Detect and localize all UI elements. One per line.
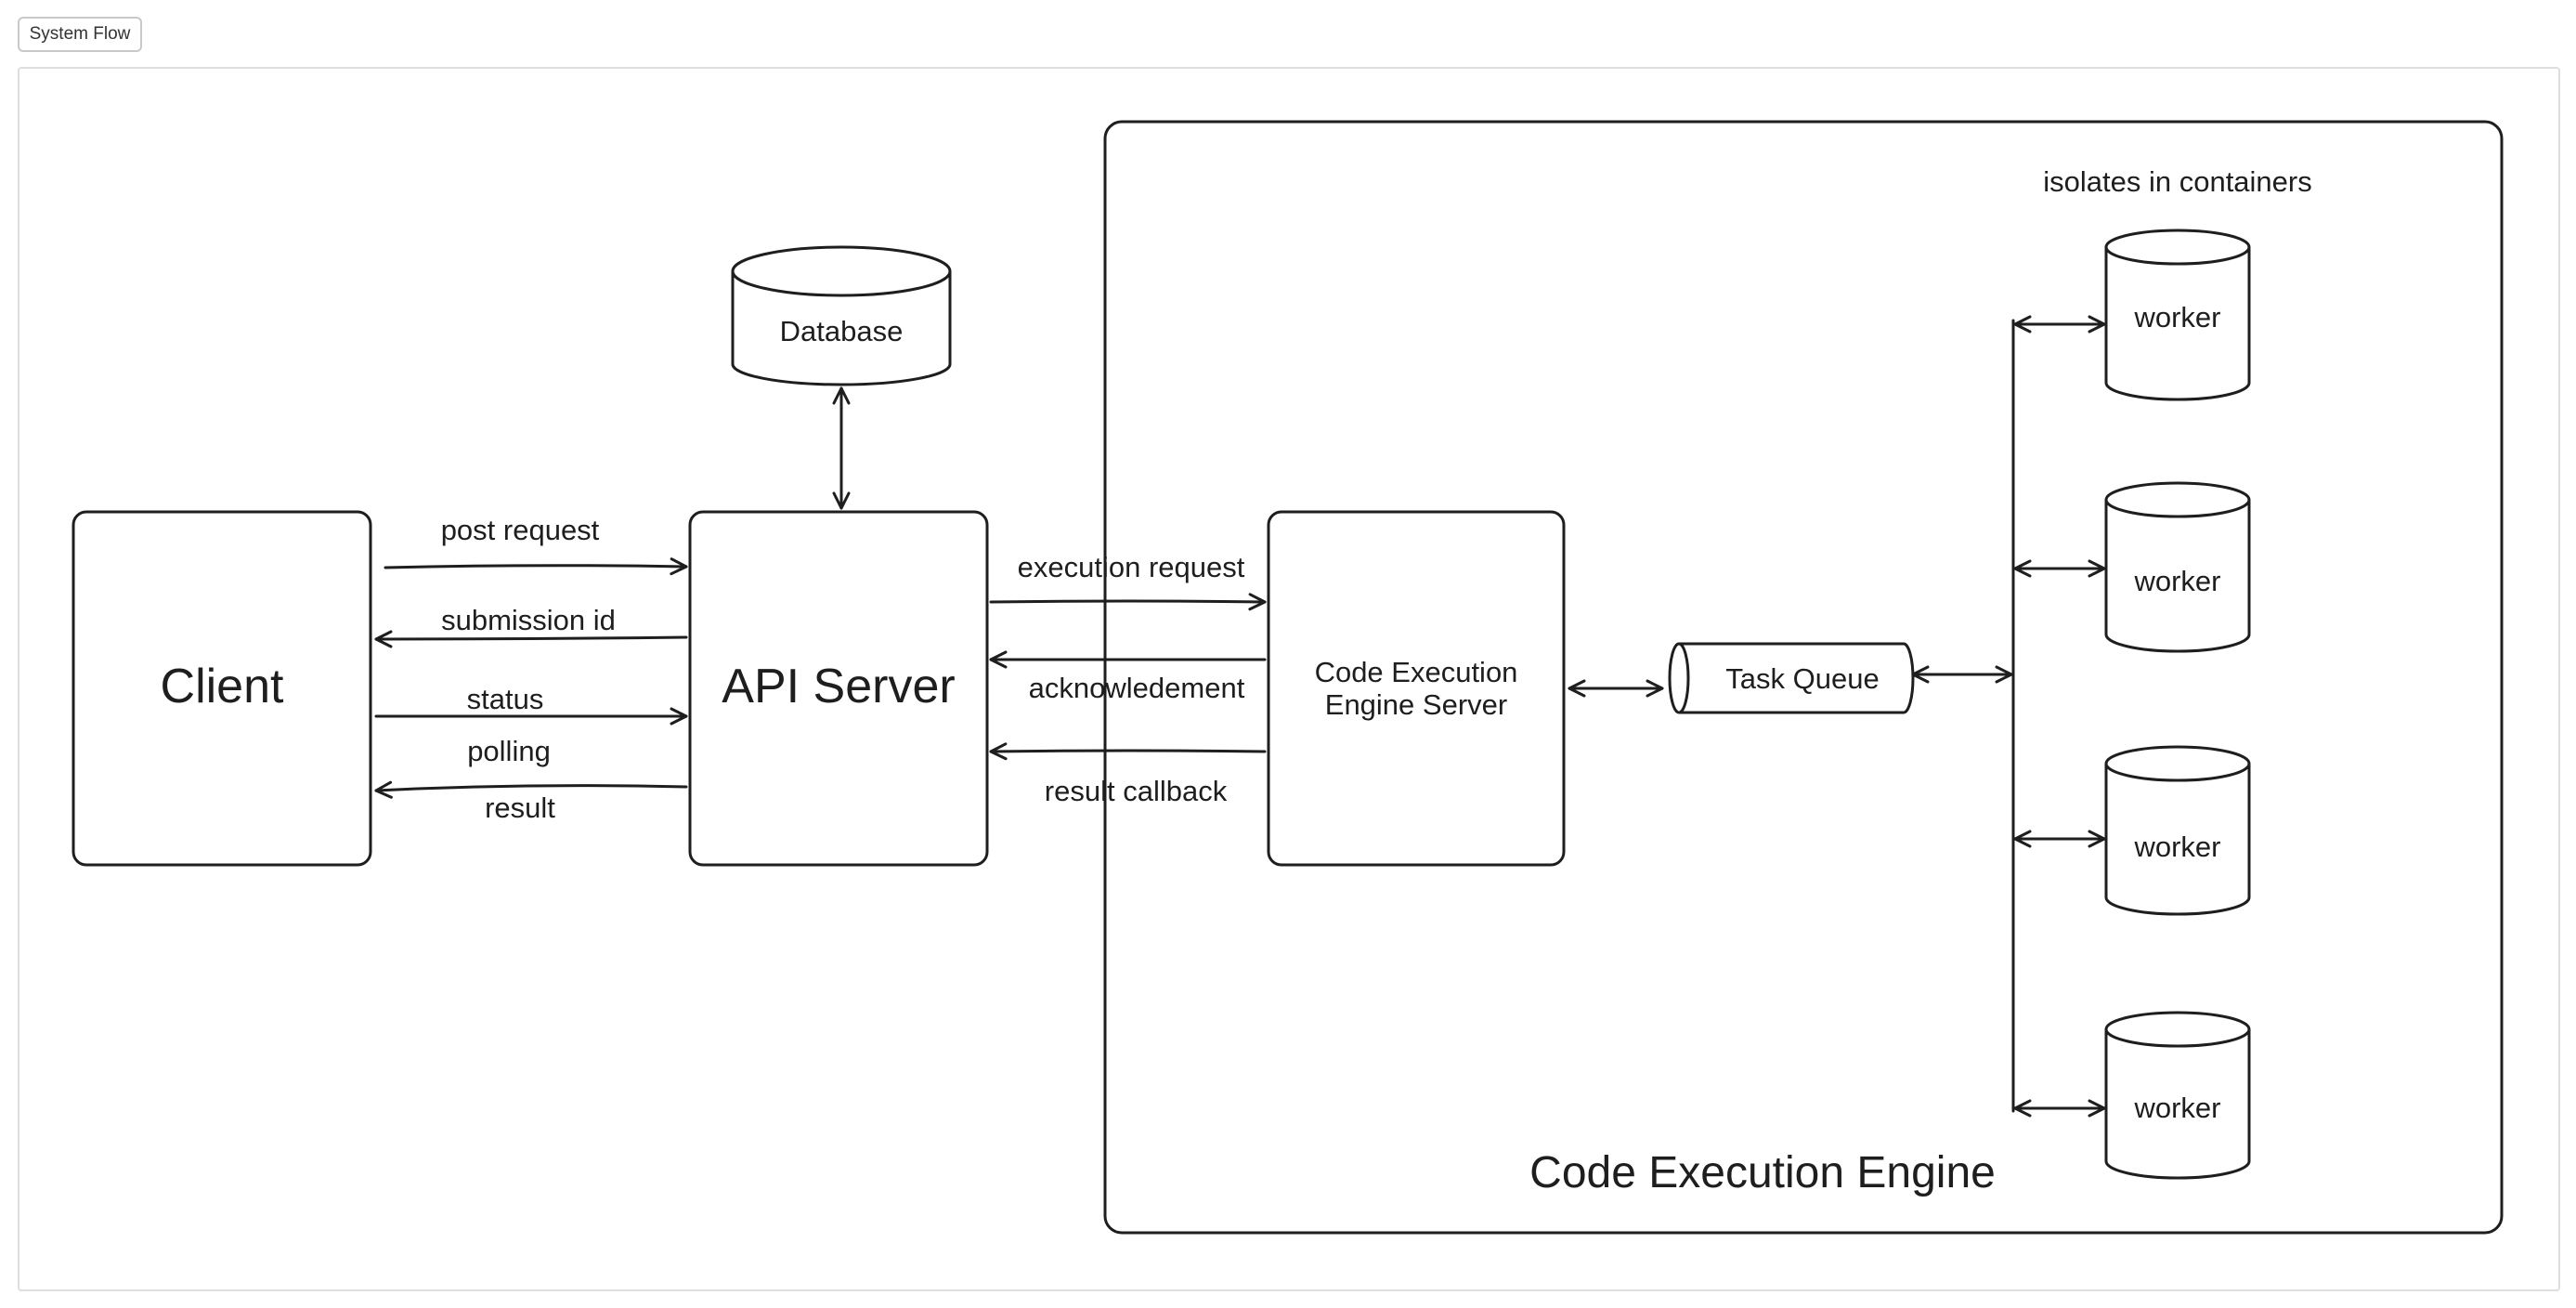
worker-node[interactable]: worker [2104,1011,2251,1180]
worker-node[interactable]: worker [2104,229,2251,401]
system-flow-tab[interactable]: System Flow [18,17,142,52]
submission-id-arrow[interactable] [374,630,688,648]
result-label: result [485,791,555,824]
result-arrow[interactable] [374,780,688,799]
result-callback-label: result callback [1045,775,1228,807]
api-server-label: API Server [722,660,955,713]
database-label: Database [780,315,904,347]
task-queue-label: Task Queue [1725,662,1879,695]
submission-id-label: submission id [441,604,616,636]
status-label: status [467,683,544,715]
acknowledgement-label: acknowledement [1029,672,1245,704]
worker-label: worker [2133,831,2220,863]
post-request-arrow[interactable] [384,557,688,576]
execution-request-label: execution request [1018,551,1245,583]
worker-label: worker [2133,1092,2220,1124]
client-label: Client [161,660,284,713]
code-execution-engine-label: Code Execution Engine [1529,1148,1996,1197]
worker-node[interactable]: worker [2104,745,2251,916]
engine-server-label-line2: Engine Server [1325,688,1507,721]
code-execution-engine-group[interactable]: Code Execution Engine [1103,120,2504,1235]
task-queue-node[interactable]: Task Queue [1668,642,1915,714]
engine-server-node[interactable]: Code Execution Engine Server [1267,510,1566,867]
client-node[interactable]: Client [72,510,372,867]
worker-label: worker [2133,301,2220,334]
engine-server-label-line1: Code Execution [1315,656,1518,688]
execution-request-arrow[interactable] [989,593,1267,611]
worker-node[interactable]: worker [2104,481,2251,653]
api-server-node[interactable]: API Server [688,510,989,867]
polling-label: polling [467,735,551,767]
result-callback-arrow[interactable] [989,742,1267,761]
database-node[interactable]: Database [731,245,952,386]
diagram-canvas [18,67,2560,1291]
post-request-label: post request [441,514,600,546]
worker-label: worker [2133,565,2220,597]
isolation-note: isolates in containers [2043,165,2312,198]
